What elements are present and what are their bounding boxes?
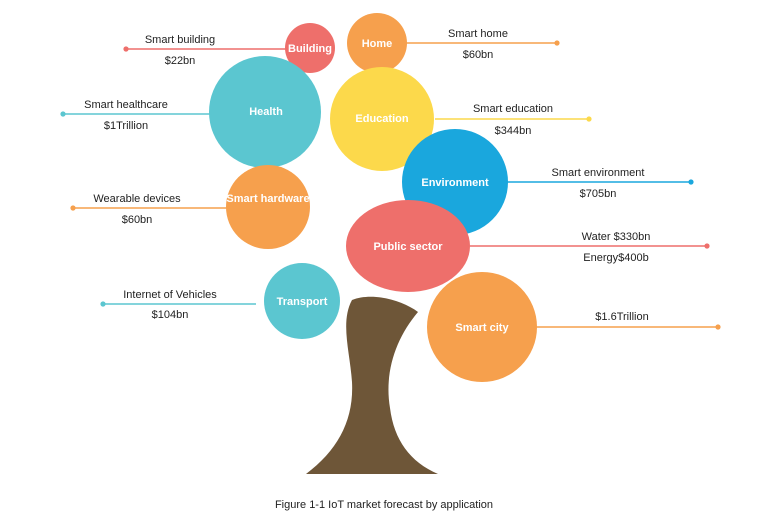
tree-trunk — [306, 296, 438, 474]
education-market-name: Smart education — [473, 103, 553, 115]
city-callout-dot — [715, 324, 721, 330]
home-label: Home — [362, 38, 393, 50]
transport-callout-dot — [100, 301, 106, 307]
education-market-value: $344bn — [495, 125, 532, 137]
building-market-value: $22bn — [165, 55, 196, 67]
building-bubble — [285, 23, 335, 73]
transport-bubble — [264, 263, 340, 339]
environment-market-name: Smart environment — [552, 167, 645, 179]
callout-lines — [60, 40, 721, 330]
public-water-value: Water $330bn — [582, 231, 651, 243]
education-bubble — [330, 67, 434, 171]
hardware-callout-dot — [70, 205, 76, 211]
home-market-name: Smart home — [448, 28, 508, 40]
building-label: Building — [288, 43, 332, 55]
home-callout-dot — [554, 40, 560, 46]
environment-label: Environment — [421, 177, 489, 189]
transport-market-name: Internet of Vehicles — [123, 289, 217, 301]
city-bubble — [427, 272, 537, 382]
hardware-market-name: Wearable devices — [93, 193, 181, 205]
health-label: Health — [249, 106, 283, 118]
public-energy-value: Energy$400b — [583, 252, 648, 264]
city-label: Smart city — [455, 322, 509, 334]
building-market-name: Smart building — [145, 34, 215, 46]
hardware-market-value: $60bn — [122, 214, 153, 226]
hardware-bubble — [226, 165, 310, 249]
public-callout-dot — [704, 243, 710, 249]
public-bubble — [346, 200, 470, 292]
transport-market-value: $104bn — [152, 309, 189, 321]
health-market-name: Smart healthcare — [84, 99, 168, 111]
health-market-value: $1Trillion — [104, 120, 148, 132]
education-callout-dot — [586, 116, 592, 122]
health-callout-dot — [60, 111, 66, 117]
public-label: Public sector — [373, 241, 443, 253]
hardware-label: Smart hardware — [226, 193, 309, 205]
figure-caption: Figure 1-1 IoT market forecast by applic… — [275, 499, 493, 511]
health-bubble — [209, 56, 321, 168]
transport-label: Transport — [277, 296, 328, 308]
environment-market-value: $705bn — [580, 188, 617, 200]
application-bubbles — [209, 13, 537, 382]
home-bubble — [347, 13, 407, 73]
environment-callout-dot — [688, 179, 694, 185]
education-label: Education — [355, 113, 408, 125]
home-market-value: $60bn — [463, 49, 494, 61]
city-market-value: $1.6Trillion — [595, 311, 648, 323]
building-callout-dot — [123, 46, 129, 52]
